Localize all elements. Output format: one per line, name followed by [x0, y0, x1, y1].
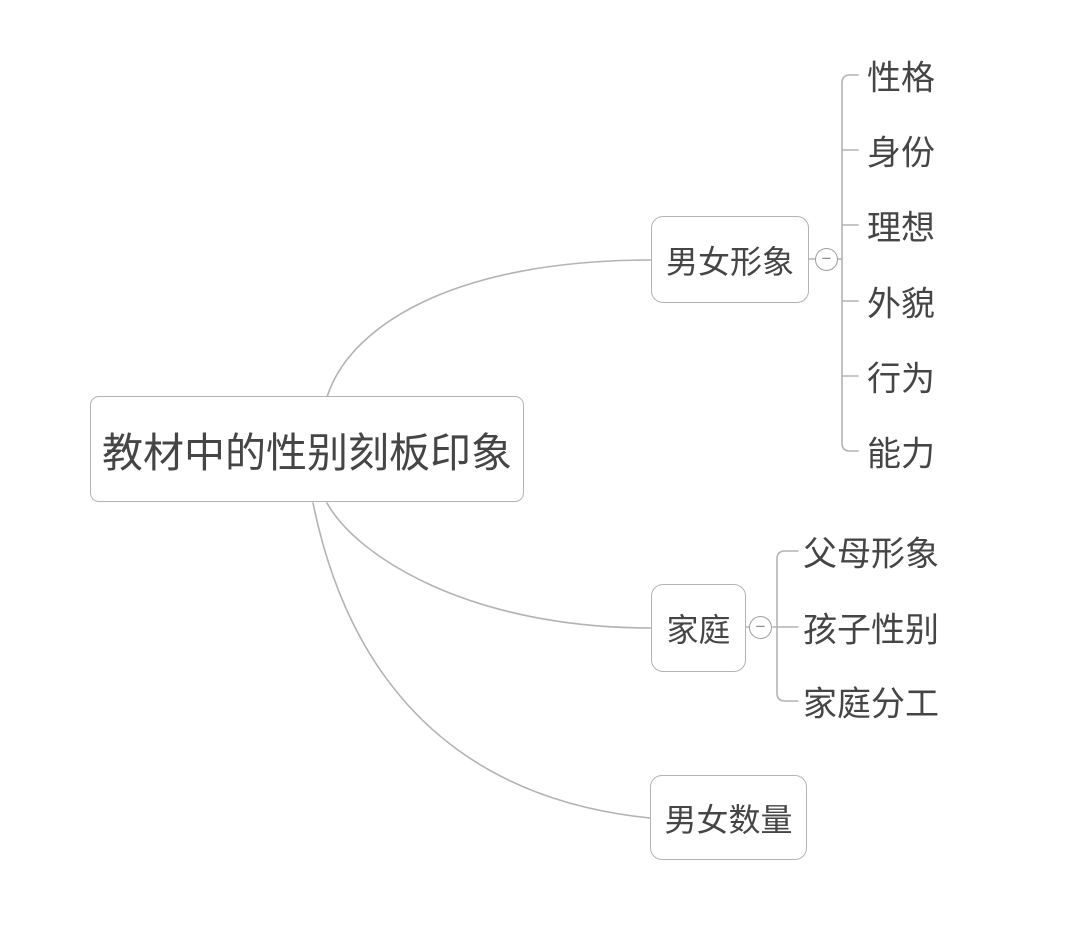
collapse-button-family[interactable]: −	[749, 616, 772, 639]
leaf-node-identity[interactable]: 身份	[867, 134, 935, 173]
branch-node-label: 家庭	[666, 612, 731, 648]
branch-node-gender-count[interactable]: 男女数量	[650, 775, 807, 860]
leaf-node-ability[interactable]: 能力	[867, 435, 935, 474]
branch-node-label: 男女形象	[665, 243, 794, 280]
leaf-node-personality[interactable]: 性格	[867, 59, 935, 98]
branch-node-label: 男女数量	[664, 801, 793, 838]
edge-root-to-branch3	[312, 502, 651, 819]
leaf-node-ideal[interactable]: 理想	[867, 209, 935, 248]
leaf-node-child-gender[interactable]: 孩子性别	[803, 611, 939, 650]
branch1-children-trunk	[841, 74, 859, 452]
branch-node-gender-image[interactable]: 男女形象	[651, 216, 809, 303]
root-node[interactable]: 教材中的性别刻板印象	[90, 396, 524, 502]
collapse-button-gender-image[interactable]: −	[815, 248, 838, 271]
leaf-node-behavior[interactable]: 行为	[867, 360, 935, 399]
branch2-children-trunk	[776, 550, 799, 702]
leaf-node-parent-image[interactable]: 父母形象	[803, 535, 939, 574]
branch-node-family[interactable]: 家庭	[651, 584, 746, 672]
leaf-node-family-division[interactable]: 家庭分工	[803, 685, 939, 724]
edge-root-to-branch1	[326, 259, 652, 398]
edge-root-to-branch2	[326, 502, 652, 629]
leaf-node-appearance[interactable]: 外貌	[867, 285, 935, 324]
root-node-label: 教材中的性别刻板印象	[102, 430, 512, 476]
